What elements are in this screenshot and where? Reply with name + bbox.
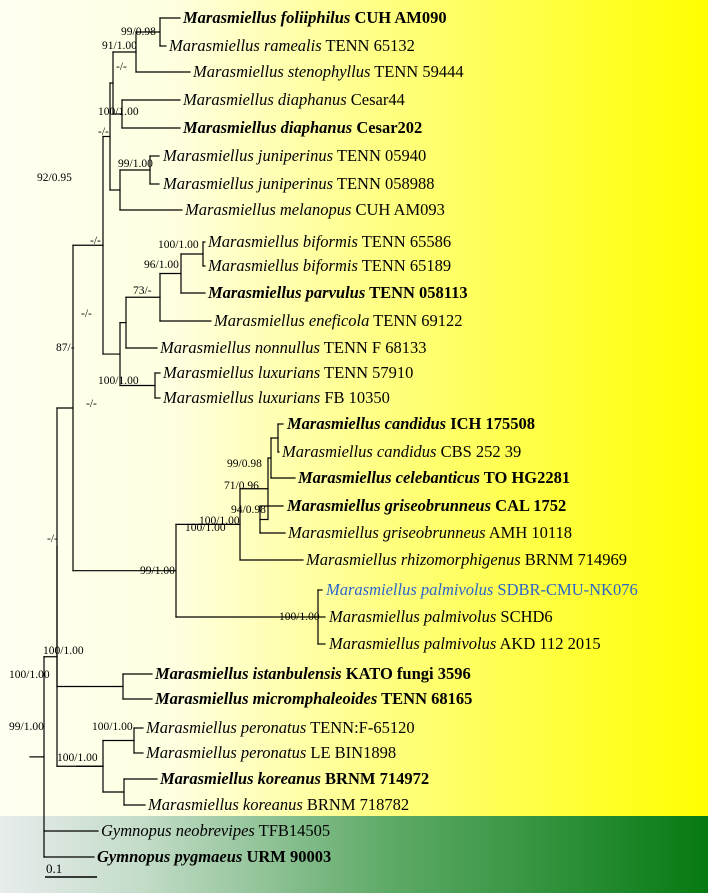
taxon-label: Marasmiellus diaphanus Cesar44	[182, 90, 405, 109]
support-value: 99/0.98	[227, 458, 262, 470]
taxon-label: Marasmiellus koreanus BRNM 718782	[147, 795, 409, 814]
taxon-label: Marasmiellus melanopus CUH AM093	[184, 200, 445, 219]
taxon-labels: Marasmiellus foliiphilus CUH AM090Marasm…	[97, 8, 638, 866]
taxon-label: Marasmiellus peronatus LE BIN1898	[145, 743, 396, 762]
support-value: 100/1.00	[43, 645, 84, 657]
support-value: 99/0.98	[121, 26, 156, 38]
support-value: 73/-	[133, 285, 152, 297]
taxon-label: Marasmiellus istanbulensis KATO fungi 35…	[154, 664, 471, 683]
support-value: 100/1.00	[9, 669, 50, 681]
support-value: -/-	[86, 398, 97, 410]
support-value: 96/1.00	[144, 259, 179, 271]
taxon-label: Marasmiellus eneficola TENN 69122	[213, 311, 463, 330]
taxon-label: Marasmiellus palmivolus AKD 112 2015	[328, 634, 601, 653]
taxon-label: Marasmiellus griseobrunneus AMH 10118	[287, 523, 572, 542]
taxon-label: Marasmiellus parvulus TENN 058113	[207, 283, 468, 302]
support-values: 99/0.9891/1.00-/-100/1.00-/-99/1.0092/0.…	[9, 26, 320, 764]
taxon-label: Marasmiellus palmivolus SCHD6	[328, 607, 553, 626]
taxon-label: Marasmiellus koreanus BRNM 714972	[159, 769, 429, 788]
taxon-label: Gymnopus pygmaeus URM 90003	[97, 847, 331, 866]
support-value: 100/1.00	[98, 375, 139, 387]
support-value: -/-	[81, 308, 92, 320]
support-value: 100/1.00	[57, 752, 98, 764]
taxon-label: Marasmiellus foliiphilus CUH AM090	[182, 8, 447, 27]
taxon-label: Marasmiellus biformis TENN 65189	[207, 256, 451, 275]
taxon-label: Marasmiellus celebanticus TO HG2281	[297, 468, 570, 487]
support-value: -/-	[98, 126, 109, 138]
taxon-label: Marasmiellus candidus CBS 252 39	[281, 442, 521, 461]
tree-branches	[29, 17, 326, 858]
scale-bar-label: 0.1	[46, 861, 62, 876]
support-value: 91/1.00	[102, 40, 137, 52]
taxon-label: Gymnopus neobrevipes TFB14505	[101, 821, 330, 840]
support-value: 71/0.96	[224, 480, 259, 492]
background-marasmiellus-clade	[0, 0, 708, 816]
taxon-label: Marasmiellus stenophyllus TENN 59444	[192, 62, 464, 81]
support-value: 100/1.00	[279, 611, 320, 623]
support-value: 99/1.00	[9, 721, 44, 733]
support-value: 100/1.00	[199, 515, 240, 527]
support-value: -/-	[90, 235, 101, 247]
support-value: 94/0.98	[231, 504, 266, 516]
taxon-label: Marasmiellus palmivolus SDBR-CMU-NK076	[325, 580, 638, 599]
support-value: 100/1.00	[98, 106, 139, 118]
support-value: 92/0.95	[37, 172, 72, 184]
support-value: 100/1.00	[158, 239, 199, 251]
taxon-label: Marasmiellus juniperinus TENN 058988	[162, 174, 435, 193]
support-value: 100/1.00	[185, 522, 226, 534]
support-value: 100/1.00	[92, 721, 133, 733]
taxon-label: Marasmiellus biformis TENN 65586	[207, 232, 451, 251]
taxon-label: Marasmiellus diaphanus Cesar202	[182, 118, 422, 137]
taxon-label: Marasmiellus peronatus TENN:F-65120	[145, 718, 415, 737]
taxon-label: Marasmiellus ramealis TENN 65132	[168, 36, 415, 55]
taxon-label: Marasmiellus luxurians TENN 57910	[162, 363, 413, 382]
support-value: 99/1.00	[140, 565, 175, 577]
support-value: -/-	[47, 533, 58, 545]
taxon-label: Marasmiellus luxurians FB 10350	[162, 388, 390, 407]
background-outgroup	[0, 816, 708, 893]
scale-bar: 0.1	[45, 861, 97, 878]
taxon-label: Marasmiellus rhizomorphigenus BRNM 71496…	[305, 550, 627, 569]
taxon-label: Marasmiellus juniperinus TENN 05940	[162, 146, 426, 165]
support-value: 87/-	[56, 342, 75, 354]
taxon-label: Marasmiellus micromphaleoides TENN 68165	[154, 689, 472, 708]
support-value: 99/1.00	[118, 158, 153, 170]
taxon-label: Marasmiellus candidus ICH 175508	[286, 414, 535, 433]
taxon-label: Marasmiellus griseobrunneus CAL 1752	[286, 496, 566, 515]
taxon-label: Marasmiellus nonnullus TENN F 68133	[159, 338, 426, 357]
support-value: -/-	[116, 61, 127, 73]
